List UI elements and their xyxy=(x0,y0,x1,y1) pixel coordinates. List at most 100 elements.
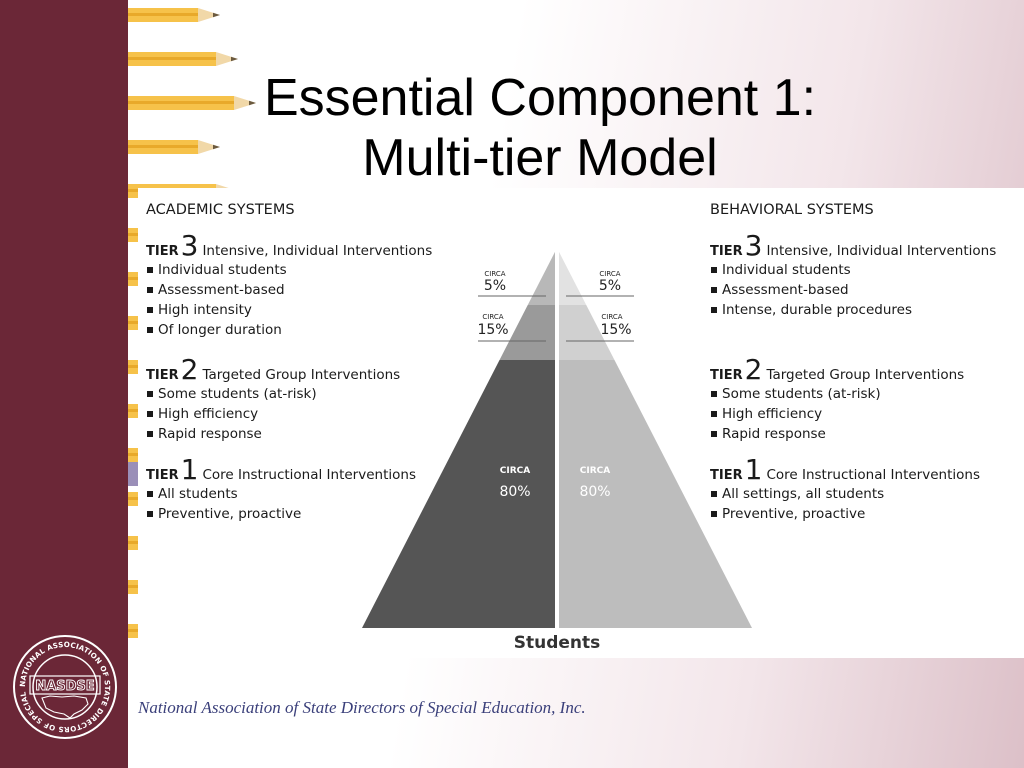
tier-description: Core Instructional Interventions xyxy=(766,467,980,483)
footer-organization-name: National Association of State Directors … xyxy=(138,698,586,717)
list-item-text: Preventive, proactive xyxy=(722,506,866,522)
list-item-text: Rapid response xyxy=(722,426,826,442)
list-item-text: Intense, durable procedures xyxy=(722,302,913,318)
list-item: Intense, durable procedures xyxy=(710,300,996,320)
list-item: Some students (at-risk) xyxy=(146,384,400,404)
academic-tier-2-percent: 15% xyxy=(477,322,508,338)
tier-description: Targeted Group Interventions xyxy=(202,367,401,383)
academic-tier-2-band xyxy=(499,305,557,360)
tier-word: TIER xyxy=(146,244,179,259)
bullet-icon xyxy=(147,306,153,313)
tier-number: 3 xyxy=(180,229,199,262)
behavioral-tier-1-band xyxy=(557,360,752,628)
list-item-text: Preventive, proactive xyxy=(158,506,302,522)
tier-word: TIER xyxy=(710,468,743,483)
title-line-1: Essential Component 1: xyxy=(263,69,817,127)
us-map-icon xyxy=(41,695,89,719)
bullet-icon xyxy=(147,510,153,517)
academic-tier-1-band xyxy=(362,360,557,628)
academic-tier-3-band xyxy=(527,248,557,305)
list-item-text: Assessment-based xyxy=(158,282,285,298)
bullet-icon xyxy=(147,390,153,397)
tier-number: 2 xyxy=(180,353,199,386)
pencil-icon xyxy=(128,52,238,66)
list-item: Preventive, proactive xyxy=(146,504,416,524)
title-line-2: Multi-tier Model xyxy=(362,129,718,187)
tier-word: TIER xyxy=(146,368,179,383)
list-item: High intensity xyxy=(146,300,432,320)
nasdse-logo: NATIONAL ASSOCIATION OF STATE DIRECTORS … xyxy=(12,634,117,739)
behavioral-tier-2-percent: 15% xyxy=(600,322,631,338)
list-item: Rapid response xyxy=(710,424,964,444)
slide-title: Essential Component 1: Multi-tier Model xyxy=(150,68,930,188)
bullet-icon xyxy=(711,510,717,517)
list-item-text: High efficiency xyxy=(722,406,823,422)
list-item-text: Individual students xyxy=(722,262,851,278)
left-sidebar-band xyxy=(0,0,128,768)
list-item-text: High efficiency xyxy=(158,406,259,422)
list-item: High efficiency xyxy=(710,404,964,424)
tier-number: 1 xyxy=(180,453,199,486)
list-item-text: Rapid response xyxy=(158,426,262,442)
behavioral-systems-heading: BEHAVIORAL SYSTEMS xyxy=(710,202,874,218)
bullet-icon xyxy=(147,326,153,333)
bullet-icon xyxy=(711,390,717,397)
list-item: Rapid response xyxy=(146,424,400,444)
behavioral-tier-3-percent: 5% xyxy=(599,278,621,294)
list-item: Some students (at-risk) xyxy=(710,384,964,404)
list-item: Individual students xyxy=(146,260,432,280)
bullet-icon xyxy=(711,430,717,437)
list-item-text: Some students (at-risk) xyxy=(722,386,881,402)
logo-outer-ring xyxy=(13,635,117,739)
pencil-icon xyxy=(128,140,220,154)
logo-acronym: NASDSE xyxy=(35,679,94,694)
bullet-icon xyxy=(711,266,717,273)
bullet-icon xyxy=(711,306,717,313)
tier-number: 2 xyxy=(744,353,763,386)
behavioral-tier-2-circa: CIRCA xyxy=(601,313,622,321)
list-item: Assessment-based xyxy=(146,280,432,300)
tier-word: TIER xyxy=(710,244,743,259)
bullet-icon xyxy=(147,490,153,497)
pyramid-base-label: Students xyxy=(514,633,601,653)
tier-description: Core Instructional Interventions xyxy=(202,467,416,483)
list-item-text: High intensity xyxy=(158,302,252,318)
tier-description: Intensive, Individual Interventions xyxy=(202,243,433,259)
tier-description: Targeted Group Interventions xyxy=(766,367,965,383)
tier-number: 3 xyxy=(744,229,763,262)
selection-marker xyxy=(128,462,138,486)
academic-tier-2-circa: CIRCA xyxy=(482,313,503,321)
list-item-text: All students xyxy=(158,486,238,502)
tier-word: TIER xyxy=(710,368,743,383)
bullet-icon xyxy=(711,286,717,293)
tier-item-list: Some students (at-risk) High efficiency … xyxy=(710,384,964,444)
multi-tier-diagram: CIRCA 5% CIRCA 5% CIRCA 15% CIRCA 15% CI… xyxy=(138,188,1024,658)
bullet-icon xyxy=(711,410,717,417)
list-item-text: All settings, all students xyxy=(722,486,885,502)
pencil-icon xyxy=(128,96,256,110)
tier-pyramid: CIRCA 5% CIRCA 5% CIRCA 15% CIRCA 15% CI… xyxy=(362,248,752,653)
logo-acronym-box xyxy=(29,675,101,695)
academic-tier-3-percent: 5% xyxy=(484,278,506,294)
list-item-text: Assessment-based xyxy=(722,282,849,298)
list-item-text: Some students (at-risk) xyxy=(158,386,317,402)
academic-tier-1-percent: 80% xyxy=(499,484,530,500)
list-item-text: Of longer duration xyxy=(158,322,282,338)
behavioral-tier-3-circa: CIRCA xyxy=(599,270,620,278)
list-item-text: Individual students xyxy=(158,262,287,278)
list-item: All students xyxy=(146,484,416,504)
bullet-icon xyxy=(147,286,153,293)
bullet-icon xyxy=(147,430,153,437)
tier-item-list: All settings, all students Preventive, p… xyxy=(710,484,980,524)
behavioral-tier-1-percent: 80% xyxy=(579,484,610,500)
academic-tier-1-circa: CIRCA xyxy=(500,466,530,476)
pencil-icon xyxy=(128,8,220,22)
